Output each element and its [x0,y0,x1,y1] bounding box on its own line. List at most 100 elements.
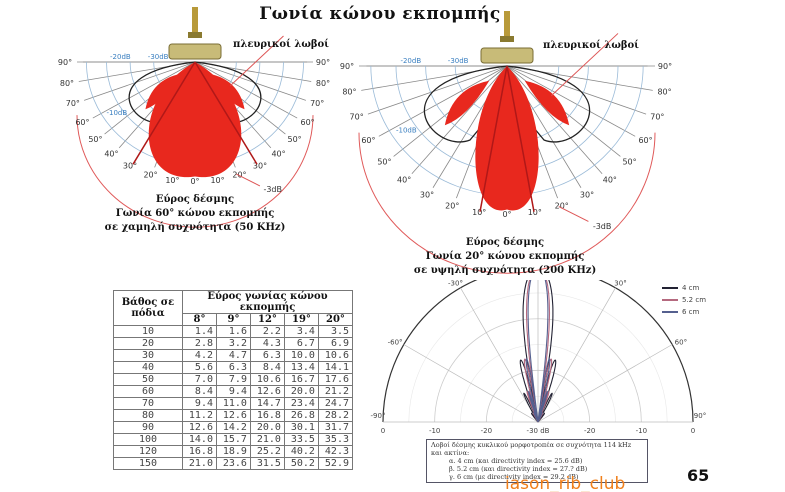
depth-cell: 90 [113,421,183,434]
width-cell: 21.0 [182,457,217,470]
angle-label: 10° [165,176,179,185]
depth-cell: 10 [113,325,183,338]
width-cell: 10.6 [249,373,285,386]
beam-edge-line [479,65,508,212]
right-caption: Εύρος δέσμης Γωνία 20° κώνου εκπομπής σε… [405,236,605,278]
width-cell: 3.2 [215,337,251,350]
angle-label: 20° [445,201,459,210]
angle-label: 0° [502,210,511,219]
angle-line [83,61,196,101]
radial-tick-label: 0 [381,427,385,435]
depth-cell: 30 [113,349,183,362]
width-cell: 28.2 [317,409,354,422]
width-cell: 1.4 [182,325,217,338]
radial-tick-label: 0 [691,427,695,435]
width-cell: 40.2 [283,445,319,458]
width-cell: 6.9 [317,337,354,350]
pointer-line [236,173,261,187]
width-cell: 3.4 [283,325,319,338]
width-cell: 12.6 [182,421,217,434]
radial-tick-label: -20 [481,427,492,435]
group-header: Εύρος γωνίας κώνου εκπομπής [182,290,353,314]
minus3db-label: -3dB [263,185,282,194]
depth-cell: 100 [113,433,183,446]
transducer-body [480,47,534,64]
watermark: iason_rib_club [505,474,626,492]
transducer-nut [188,32,202,38]
angle-label: 40° [271,150,285,159]
width-cell: 20.0 [283,385,319,398]
angle-label: 90° [316,58,330,67]
width-cell: 17.6 [317,373,354,386]
angle-label: 70° [650,113,664,122]
db-label: -10dB [396,127,417,135]
radial-tick-label: -10 [636,427,647,435]
db-label: -20dB [400,57,421,65]
width-cell: 2.8 [182,337,217,350]
legend-label: 4 cm [682,284,700,292]
width-cell: 42.3 [317,445,354,458]
angle-label: 20° [143,170,157,179]
width-cell: 8.4 [182,385,217,398]
width-cell: 14.2 [215,421,251,434]
width-cell: 31.7 [317,421,354,434]
legend-swatch [662,311,678,313]
width-cell: 16.8 [249,409,285,422]
angle-label: 40° [603,176,617,185]
series-line [519,280,557,423]
width-cell: 33.5 [283,433,319,446]
width-cell: 6.3 [249,349,285,362]
radial-tick-label: -30 dB [527,427,550,435]
db-label: -10dB [107,109,128,117]
width-cell: 3.5 [317,325,354,338]
width-cell: 4.2 [182,349,217,362]
angle-header: 20° [317,313,354,326]
width-cell: 25.2 [249,445,285,458]
radial-tick-label: -10 [429,427,440,435]
angle-tick-label: -30° [448,280,463,288]
angle-line [378,65,508,137]
caption-line: Εύρος δέσμης [155,194,235,205]
angle-line [367,65,508,115]
width-cell: 31.5 [249,457,285,470]
main-beam [148,62,242,178]
width-cell: 11.2 [182,409,217,422]
minus3db-ring [76,115,314,228]
width-cell: 26.8 [283,409,319,422]
side-lobes-label: πλευρικοί λωβοί [233,39,330,50]
width-cell: 13.4 [283,361,319,374]
angle-label: 30° [123,162,137,171]
angle-label: 90° [58,58,72,67]
legend-label: 5.2 cm [682,296,707,304]
width-cell: 6.3 [215,361,251,374]
width-cell: 18.9 [215,445,251,458]
db-label: -30dB [148,53,169,61]
side-lobe-pointer [551,33,619,96]
legend-label: 6 cm [682,308,700,316]
beam-width-table: Βάθος σε πόδια Εύρος γωνίας κώνου εκπομπ… [113,290,354,470]
width-cell: 15.7 [215,433,251,446]
legend-swatch [662,299,678,301]
angle-label: 60° [361,136,375,145]
width-cell: 9.4 [215,385,251,398]
left-caption: Εύρος δέσμης Γωνία 60° κώνου εκπομπής σε… [95,193,295,235]
angle-label: 90° [340,62,354,71]
pointer-line [558,206,589,222]
width-cell: 14.7 [249,397,285,410]
angle-header: 9° [215,313,251,326]
angle-label: 50° [287,135,301,144]
angle-label: 50° [88,135,102,144]
width-cell: 35.3 [317,433,354,446]
angle-label: 30° [580,190,594,199]
width-cell: 4.7 [215,349,251,362]
angle-label: 20° [555,201,569,210]
legend-item: 6 cm [662,306,706,318]
